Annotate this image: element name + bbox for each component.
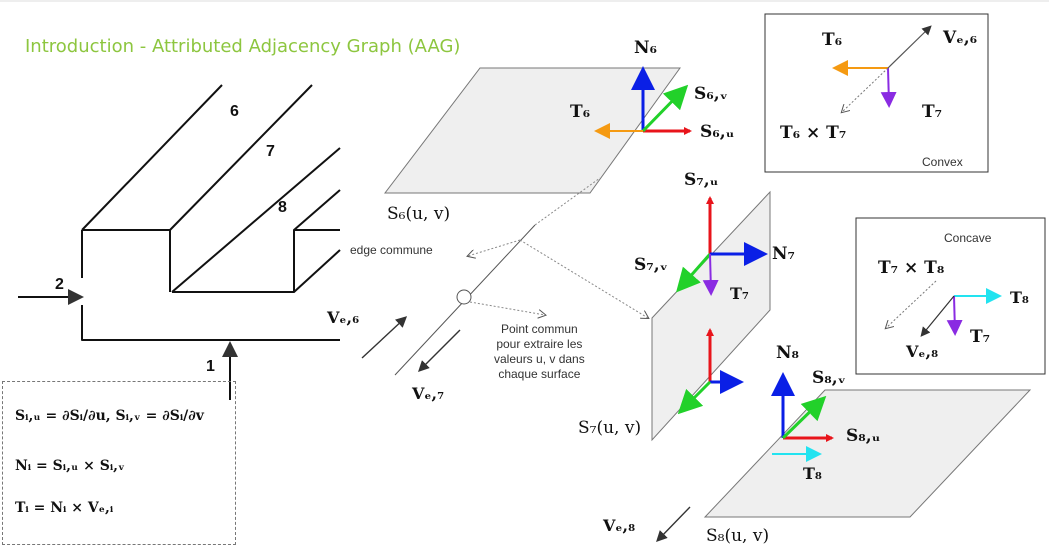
concave-t8-label: T₈: [1010, 288, 1029, 307]
convex-cross-label: T₆ × T₇: [780, 123, 847, 143]
vec-ve6-label: Vₑ,₆: [327, 308, 360, 327]
vec-t6-label: T₆: [570, 102, 591, 122]
convex-t6-label: T₆: [822, 30, 843, 50]
ve7-arrow: [418, 329, 461, 372]
arrow-label-2: 2: [55, 276, 64, 293]
vectors-s7-upper: [676, 196, 768, 296]
vec-n7-label: N₇: [772, 244, 795, 264]
vec-s8v-label: S₈,ᵥ: [812, 368, 846, 388]
slide-title: Introduction - Attributed Adjacency Grap…: [25, 36, 461, 57]
concave-t7-label: T₇: [970, 327, 991, 347]
face-label-8: 8: [278, 199, 287, 216]
formula-tangent: Tᵢ = Nᵢ × Vₑ,ᵢ: [15, 500, 114, 516]
vec-s6u-label: S₆,ᵤ: [700, 122, 735, 142]
surface-6-label: S₆(u, v): [387, 204, 451, 224]
concave-ve8-label: Vₑ,₈: [906, 342, 939, 361]
convex-caption: Convex: [922, 155, 963, 169]
convex-ve6-label: Vₑ,₆: [943, 28, 978, 48]
vec-s8u-label: S₈,ᵤ: [846, 426, 881, 446]
part-sketch: [81, 84, 341, 341]
vec-ve8-label: Vₑ,₈: [603, 516, 636, 535]
vectors-s6: [594, 66, 692, 139]
concave-box: [855, 217, 1046, 375]
vec-n6-label: N₆: [634, 38, 657, 58]
arrow-label-1: 1: [206, 358, 215, 375]
concave-cross-label: T₇ × T₈: [878, 258, 945, 278]
face-label-6: 6: [230, 103, 239, 120]
vec-s6v-label: S₆,ᵥ: [694, 84, 728, 104]
vec-s7v-label: S₇,ᵥ: [634, 255, 668, 275]
formula-box: Sᵢ,ᵤ = ∂Sᵢ/∂u, Sᵢ,ᵥ = ∂Sᵢ/∂v Nᵢ = Sᵢ,ᵤ ×…: [2, 381, 236, 545]
surface-8: [703, 389, 1032, 518]
formula-normal: Nᵢ = Sᵢ,ᵤ × Sᵢ,ᵥ: [15, 458, 125, 474]
edge-commune-label: edge commune: [350, 243, 433, 257]
vec-ve7-label: Vₑ,₇: [412, 384, 445, 403]
vec-t7-label: T₇: [730, 284, 749, 303]
face-label-7: 7: [266, 143, 275, 160]
convex-t7-label: T₇: [922, 102, 943, 122]
surface-8-label: S₈(u, v): [706, 526, 770, 546]
ve6-arrow: [361, 316, 408, 359]
vec-s7u-label: S₇,ᵤ: [684, 170, 719, 190]
vectors-s8: [771, 372, 834, 462]
point-commun-note: Point commun pour extraire les valeurs u…: [494, 322, 585, 381]
formula-partials: Sᵢ,ᵤ = ∂Sᵢ/∂u, Sᵢ,ᵥ = ∂Sᵢ/∂v: [15, 408, 204, 424]
convex-box: [764, 13, 989, 173]
surface-6: [383, 67, 681, 194]
ve8-arrow: [656, 506, 691, 543]
common-point: [456, 289, 472, 305]
concave-caption: Concave: [944, 231, 992, 245]
vec-n8-label: N₈: [776, 343, 799, 363]
vec-t8-label: T₈: [803, 464, 822, 483]
vectors-s7-lower: [677, 328, 744, 415]
surface-7-label: S₇(u, v): [578, 418, 642, 438]
